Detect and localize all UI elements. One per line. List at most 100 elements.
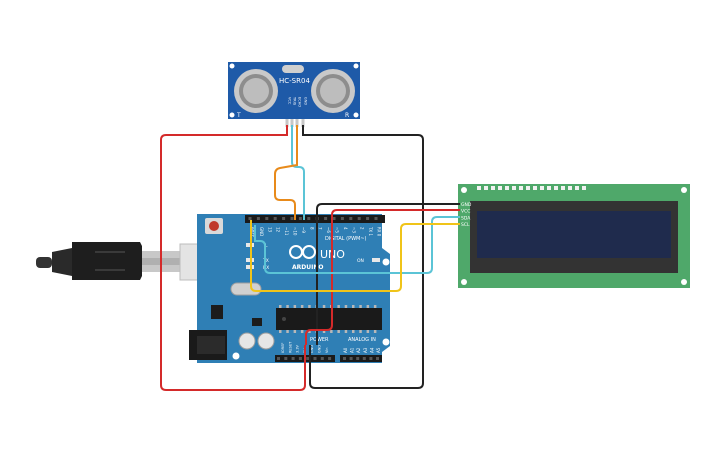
wire-orange-echo[interactable] bbox=[274, 125, 298, 220]
digital-pin-label: 8 bbox=[309, 227, 314, 230]
wire-yellow-lcd-scl[interactable] bbox=[250, 220, 460, 292]
sensor-pin[interactable] bbox=[285, 119, 289, 127]
mount-hole bbox=[229, 112, 235, 118]
digital-pin-socket[interactable] bbox=[298, 217, 302, 220]
chip-leg bbox=[300, 330, 304, 333]
power-pin-socket[interactable] bbox=[313, 357, 317, 360]
wire-red-sensor-vcc[interactable] bbox=[160, 125, 306, 391]
reset-button-cap bbox=[209, 221, 219, 231]
logo-loop-right bbox=[302, 245, 316, 259]
sensor-pins bbox=[285, 119, 305, 127]
chip-leg bbox=[359, 330, 362, 333]
digital-pin-label: 12 bbox=[276, 227, 281, 233]
lcd-pin-pad bbox=[547, 186, 551, 190]
power-pin-socket[interactable] bbox=[328, 357, 332, 360]
analog-header bbox=[340, 355, 382, 362]
power-pin-socket[interactable] bbox=[306, 357, 310, 360]
analog-pin-label: A3 bbox=[363, 347, 368, 353]
wire-cyan-lcd-sda[interactable] bbox=[254, 216, 460, 274]
analog-pin-socket[interactable] bbox=[362, 357, 366, 360]
digital-pin-label: AREF bbox=[251, 227, 256, 238]
mount-hole bbox=[232, 352, 240, 360]
digital-header bbox=[245, 215, 385, 223]
analog-pin-label: A0 bbox=[343, 347, 348, 353]
mount-hole bbox=[229, 63, 235, 69]
lcd-pin-label: VCC bbox=[461, 209, 470, 215]
digital-pin-socket[interactable] bbox=[273, 217, 277, 220]
mount-hole bbox=[353, 112, 359, 118]
power-pin-socket[interactable] bbox=[284, 357, 288, 360]
mount-hole bbox=[382, 258, 390, 266]
digital-pin-socket[interactable] bbox=[256, 217, 260, 220]
digital-pin-socket[interactable] bbox=[349, 217, 353, 220]
analog-pin-label: A4 bbox=[369, 347, 374, 353]
chip-leg bbox=[337, 330, 340, 333]
led-on-label: ON bbox=[357, 258, 364, 264]
digital-pin-label: ~5 bbox=[335, 227, 340, 233]
lcd-pin-pad bbox=[484, 186, 488, 190]
power-pin-label: IOREF bbox=[281, 343, 285, 353]
mount-hole bbox=[681, 279, 687, 285]
lcd-pin-pad bbox=[491, 186, 495, 190]
usb-cable[interactable] bbox=[36, 242, 221, 281]
wire-red-lcd-vcc[interactable] bbox=[305, 209, 460, 345]
digital-pin-label: ~10 bbox=[293, 227, 298, 236]
wire-black-lcd-gnd[interactable] bbox=[316, 203, 460, 345]
sensor-model: HC-SR04 bbox=[279, 77, 310, 85]
digital-pin-socket[interactable] bbox=[307, 217, 311, 220]
sensor-r-label: R bbox=[345, 112, 349, 119]
analog-pin-label: A2 bbox=[356, 347, 361, 353]
chip-leg bbox=[293, 330, 297, 333]
capacitor bbox=[238, 332, 256, 350]
analog-pin-socket[interactable] bbox=[369, 357, 373, 360]
lcd-pin-pad bbox=[526, 186, 530, 190]
dc-jack-inner bbox=[197, 336, 225, 354]
power-pin-socket[interactable] bbox=[320, 357, 324, 360]
digital-pin-socket[interactable] bbox=[366, 217, 370, 220]
digital-pin-socket[interactable] bbox=[248, 217, 252, 220]
transmitter-transducer bbox=[234, 69, 278, 113]
digital-pin-label: 4 bbox=[343, 227, 348, 230]
digital-pin-socket[interactable] bbox=[324, 217, 328, 220]
digital-pin-socket[interactable] bbox=[282, 217, 286, 220]
analog-pin-socket[interactable] bbox=[376, 357, 379, 360]
digital-pin-socket[interactable] bbox=[340, 217, 344, 220]
analog-pin-socket[interactable] bbox=[343, 357, 346, 360]
digital-pin-socket[interactable] bbox=[332, 217, 336, 220]
sensor-pin[interactable] bbox=[301, 119, 305, 127]
sensor-pin[interactable] bbox=[290, 119, 294, 127]
capacitor bbox=[257, 332, 275, 350]
sensor-pin[interactable] bbox=[295, 119, 299, 127]
chip-leg bbox=[308, 330, 311, 333]
sensor-pin-label: GND bbox=[304, 97, 308, 105]
digital-pin-socket[interactable] bbox=[374, 217, 378, 220]
chip-leg bbox=[308, 305, 311, 308]
wire-black-sensor-gnd[interactable] bbox=[302, 125, 424, 389]
power-pin-socket[interactable] bbox=[291, 357, 295, 360]
power-pin-socket[interactable] bbox=[298, 357, 302, 360]
voltage-regulator bbox=[211, 305, 223, 319]
sensor-pin-label: VCC bbox=[288, 97, 292, 105]
chip-leg bbox=[366, 305, 370, 308]
analog-pin-socket[interactable] bbox=[356, 357, 360, 360]
analog-pin-label: A1 bbox=[350, 347, 355, 353]
digital-pin-socket[interactable] bbox=[265, 217, 269, 220]
digital-pin-socket[interactable] bbox=[357, 217, 361, 220]
digital-pin-label: ~9 bbox=[301, 227, 306, 233]
analog-pin-socket[interactable] bbox=[349, 357, 353, 360]
digital-pin-label: 2 bbox=[360, 227, 365, 230]
digital-pin-socket[interactable] bbox=[290, 217, 294, 220]
bottom-pin-row bbox=[277, 357, 379, 360]
lcd-pin-pad bbox=[512, 186, 516, 190]
wire-cyan-trig[interactable] bbox=[291, 125, 305, 220]
chip-leg bbox=[352, 330, 355, 333]
chip-leg bbox=[293, 305, 297, 308]
lcd-pin-pad bbox=[505, 186, 509, 190]
power-pin-socket[interactable] bbox=[277, 357, 280, 360]
chip-leg bbox=[373, 330, 377, 333]
digital-pin-label: TX 1 bbox=[368, 226, 373, 236]
